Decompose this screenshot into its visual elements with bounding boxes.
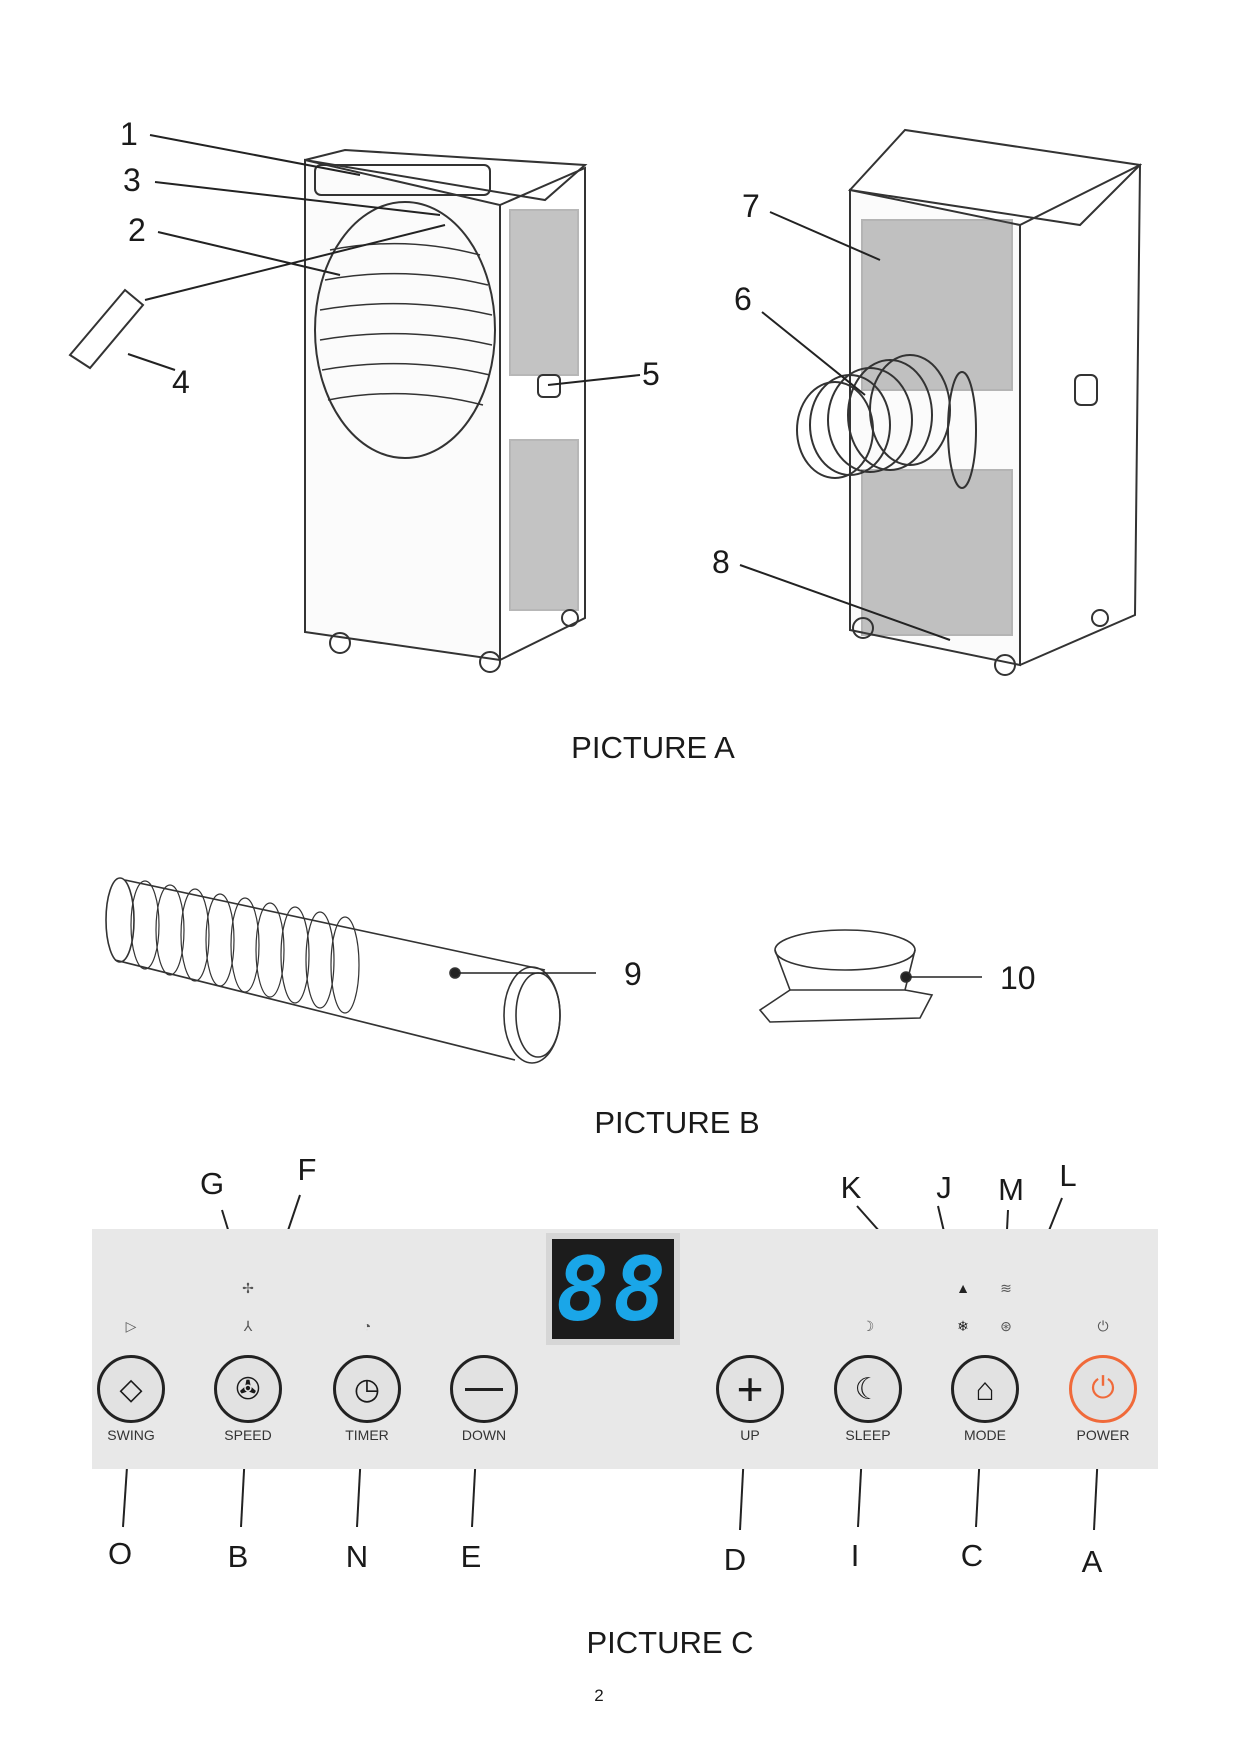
cool-indicator-icon: ❄ [957,1318,969,1334]
exhaust-hose-illustration [105,877,561,1064]
mode-label: MODE [964,1427,1006,1443]
power-label: POWER [1076,1427,1130,1443]
letter-d: D [723,1542,747,1577]
swing-button[interactable]: ◇ [97,1355,165,1423]
rear-unit-illustration [796,128,1143,676]
swing-label: SWING [107,1427,155,1443]
sleep-button[interactable]: ☾ [834,1355,902,1423]
callout-6: 6 [734,281,752,317]
speed-button[interactable]: ✇ [214,1355,282,1423]
fan-icon: ✇ [235,1372,261,1406]
timer-icon: ◷ [353,1372,381,1406]
callout-2: 2 [128,212,146,248]
timer-indicator-icon: ◔ [362,1318,372,1334]
callout-9: 9 [624,956,642,992]
plus-icon: + [736,1363,764,1415]
letter-m: M [998,1172,1024,1207]
up-button[interactable]: + [716,1355,784,1423]
minus-icon [465,1387,503,1391]
mode-button[interactable]: ⌂ [951,1355,1019,1423]
power-indicator-icon: ⏻ [1097,1318,1109,1334]
letter-o: O [107,1536,133,1571]
low-speed-indicator-icon: ⅄ [243,1318,253,1334]
letter-n: N [345,1539,369,1574]
high-speed-indicator-icon: ✢ [242,1280,254,1296]
callout-3: 3 [123,162,141,198]
moon-icon: ☾ [854,1372,882,1406]
callout-7: 7 [742,188,760,224]
front-unit-illustration [68,148,588,673]
led-display: 88 [546,1233,680,1345]
down-button[interactable] [450,1355,518,1423]
power-icon: ⏻ [1091,1372,1115,1405]
callout-8: 8 [712,544,730,580]
up-label: UP [740,1427,760,1443]
speed-label: SPEED [224,1427,272,1443]
home-icon: ⌂ [975,1370,995,1407]
letter-f: F [297,1152,317,1187]
timer-label: TIMER [345,1427,389,1443]
fan-indicator-icon: ≋ [1000,1280,1012,1296]
letter-e: E [460,1539,482,1574]
letter-l: L [1059,1158,1077,1193]
letter-a: A [1081,1544,1103,1579]
heat-indicator-icon: ▲ [956,1280,970,1296]
page-number: 2 [594,1686,604,1705]
timer-button[interactable]: ◷ [333,1355,401,1423]
dehumidify-indicator-icon: ⊛ [1000,1318,1012,1334]
letter-c: C [960,1538,984,1573]
display-digits: 88 [556,1237,670,1341]
letter-i: I [850,1538,860,1573]
callout-1: 1 [120,116,138,152]
swing-indicator-icon: ▷ [125,1318,137,1334]
callout-4: 4 [172,364,190,400]
down-label: DOWN [461,1427,507,1443]
window-adapter-illustration [758,929,934,1023]
swing-icon: ◇ [119,1372,143,1406]
letter-g: G [199,1166,225,1201]
letter-k: K [840,1170,862,1205]
picture-a-caption: PICTURE A [571,730,735,765]
picture-c-caption: PICTURE C [586,1625,754,1660]
callout-5: 5 [642,356,660,392]
letter-b: B [227,1539,249,1574]
picture-b-caption: PICTURE B [594,1105,760,1140]
callout-10: 10 [1000,960,1036,996]
sleep-label: SLEEP [845,1427,891,1443]
sleep-indicator-icon: ☽ [861,1318,875,1334]
power-button[interactable]: ⏻ [1069,1355,1137,1423]
letter-j: J [936,1170,952,1205]
